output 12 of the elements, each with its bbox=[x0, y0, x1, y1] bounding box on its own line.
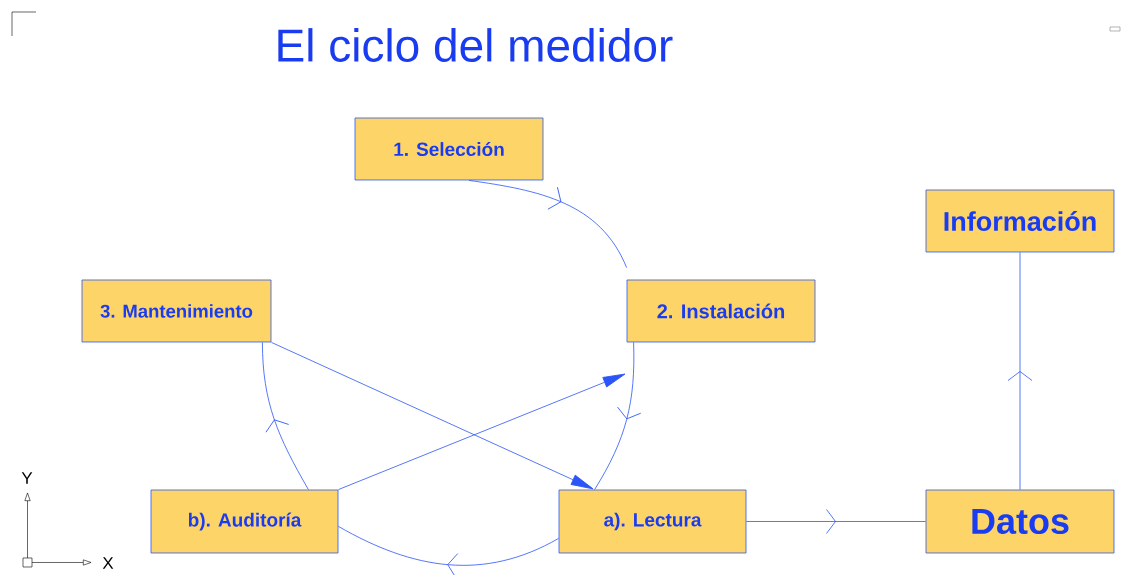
axis-label: X bbox=[102, 557, 114, 569]
process-box: 2. Instalación bbox=[626, 279, 816, 343]
process-box: Datos bbox=[925, 489, 1115, 554]
arrow bbox=[271, 342, 594, 490]
arrow bbox=[338, 373, 626, 490]
process-box: 1. Selección bbox=[354, 117, 544, 181]
process-box: a). Lectura bbox=[558, 489, 747, 554]
process-box: Información bbox=[925, 189, 1115, 253]
axis-label: Y bbox=[21, 472, 33, 484]
process-box: b). Auditoría bbox=[150, 489, 339, 554]
process-box: 3. Mantenimiento bbox=[81, 279, 272, 343]
title: El ciclo del medidor bbox=[278, 28, 673, 62]
